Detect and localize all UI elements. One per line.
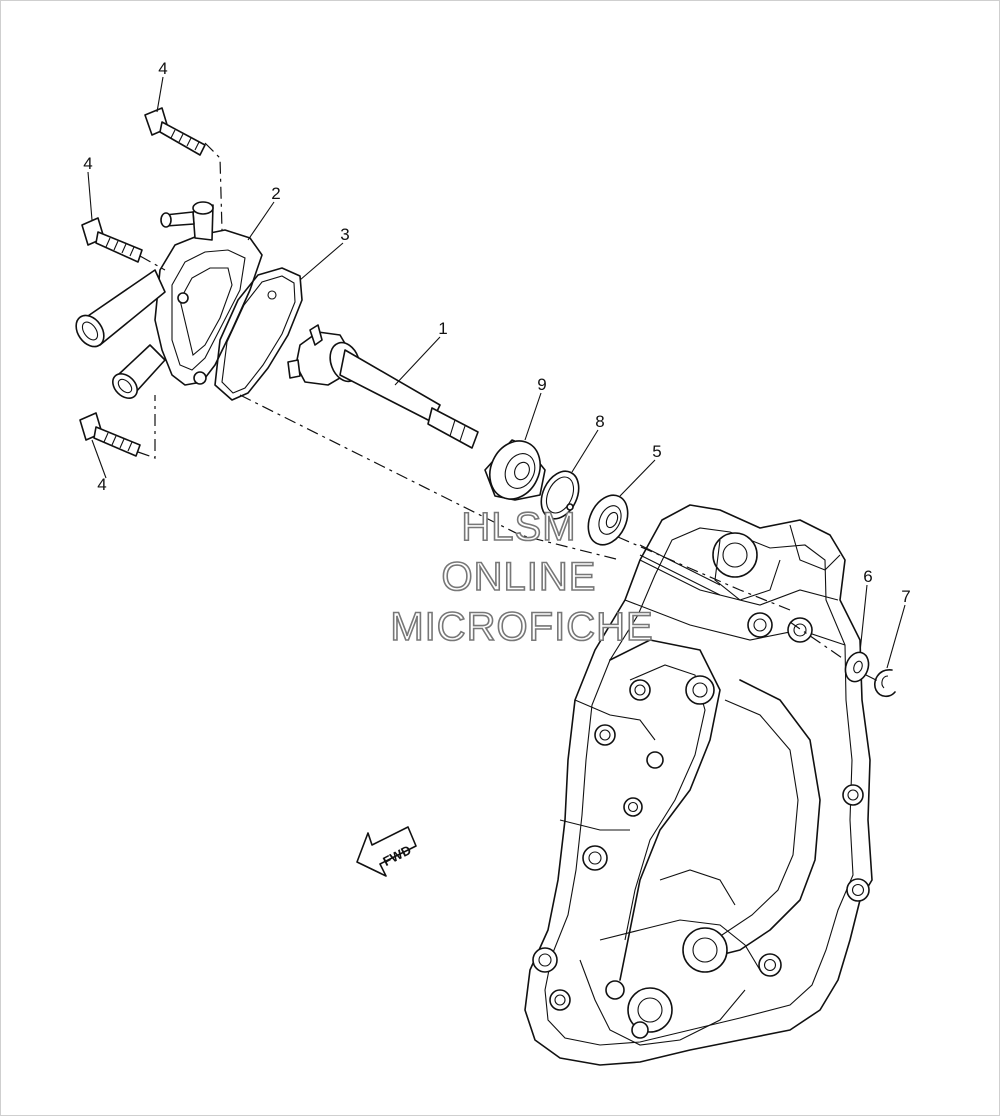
callout-4-top: 4 [158, 59, 167, 78]
e-clip [874, 669, 896, 698]
callouts: 4 4 4 2 3 1 9 8 5 6 7 [83, 59, 910, 606]
callout-9: 9 [537, 375, 546, 394]
watermark: HLSM ONLINE MICROFICHE [390, 504, 654, 650]
watermark-line1: HLSM [461, 505, 576, 549]
oil-seal [587, 494, 629, 546]
assembly-lines [137, 142, 881, 683]
washer [844, 651, 870, 683]
callout-1: 1 [438, 319, 447, 338]
callout-4-middle: 4 [83, 154, 92, 173]
leader-lines [87, 76, 906, 669]
watermark-line2: ONLINE [442, 555, 597, 599]
fwd-arrow: FWD [356, 826, 417, 877]
crankcase-cover [524, 504, 873, 1066]
callout-5: 5 [652, 442, 661, 461]
callout-6: 6 [863, 567, 872, 586]
water-pump-housing [75, 201, 263, 399]
bolt-middle [81, 217, 143, 263]
bolt-top [144, 107, 206, 156]
bolt-bottom [79, 412, 141, 457]
circlip [540, 470, 580, 520]
bearing [484, 439, 546, 501]
callout-4-bottom: 4 [97, 475, 106, 494]
gasket [214, 267, 303, 401]
callout-7: 7 [901, 587, 910, 606]
callout-3: 3 [340, 225, 349, 244]
impeller-shaft [287, 324, 479, 449]
watermark-line3: MICROFICHE [390, 605, 653, 649]
callout-8: 8 [595, 412, 604, 431]
callout-2: 2 [271, 184, 280, 203]
